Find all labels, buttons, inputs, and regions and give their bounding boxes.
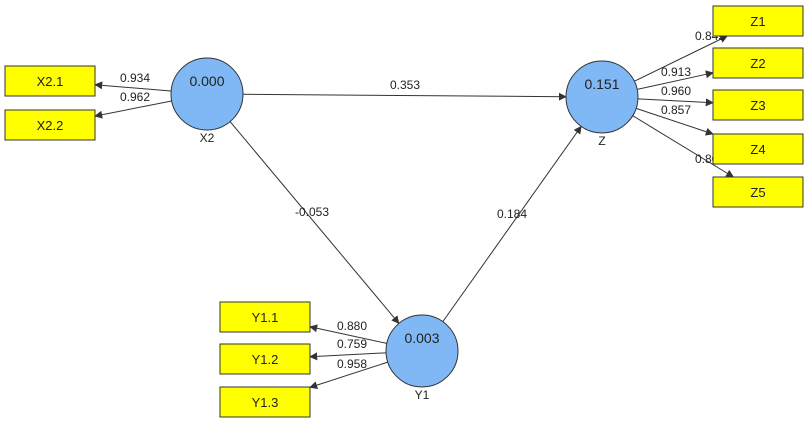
- indicator-box-x2-1[interactable]: X2.1: [4, 65, 96, 97]
- indicator-rect: [4, 109, 96, 141]
- loading-coefficient: 0.913: [661, 65, 691, 79]
- loading-arrow-z2: [637, 70, 714, 90]
- edges-layer: [94, 35, 735, 389]
- loading-coefficient: 0.958: [337, 357, 367, 371]
- indicator-box-z2[interactable]: Z2: [712, 47, 804, 79]
- indicator-box-z3[interactable]: Z3: [712, 89, 804, 121]
- path-arrow-x2-to-z: [242, 92, 567, 101]
- r-squared-value: 0.003: [404, 330, 439, 346]
- loading-coefficient: 0.960: [661, 84, 691, 98]
- indicator-label: Y1.1: [252, 310, 279, 325]
- indicator-box-z5[interactable]: Z5: [712, 176, 804, 208]
- indicator-box-y1-2[interactable]: Y1.2: [219, 343, 311, 375]
- indicator-rect: [4, 65, 96, 97]
- loading-arrow-x2-2: [94, 100, 172, 119]
- loading-arrow-x2-1: [94, 81, 172, 92]
- indicator-label: X2.1: [37, 74, 64, 89]
- loading-arrow-z5: [632, 115, 735, 178]
- indicator-rect: [712, 176, 804, 208]
- loading-arrow-y1-3: [309, 361, 388, 389]
- indicator-box-x2-2[interactable]: X2.2: [4, 109, 96, 141]
- indicator-label: X2.2: [37, 118, 64, 133]
- indicator-rect: [712, 5, 804, 37]
- indicator-label: Z2: [750, 56, 765, 71]
- path-coefficient: 0.184: [497, 207, 527, 221]
- indicator-box-z4[interactable]: Z4: [712, 133, 804, 165]
- indicator-rect: [219, 343, 311, 375]
- latent-circle: [170, 57, 244, 131]
- indicator-label: Z4: [750, 142, 765, 157]
- r-squared-value: 0.151: [584, 76, 619, 92]
- loading-arrow-z1: [634, 35, 728, 82]
- indicator-label: Z1: [750, 14, 765, 29]
- loading-arrow-y1-1: [309, 324, 387, 344]
- indicator-rect: [712, 47, 804, 79]
- indicator-rect: [712, 89, 804, 121]
- loading-coefficient: 0.962: [120, 90, 150, 104]
- r-squared-value: 0.000: [189, 73, 224, 89]
- path-coefficient: 0.353: [390, 78, 420, 92]
- indicator-label: Z5: [750, 185, 765, 200]
- indicator-label: Y1.2: [252, 352, 279, 367]
- latent-name: Z: [598, 134, 605, 148]
- indicator-box-y1-1[interactable]: Y1.1: [219, 301, 311, 333]
- loading-arrow-z4: [635, 107, 714, 136]
- latent-circle: [385, 314, 459, 388]
- loading-coefficient: 0.759: [337, 337, 367, 351]
- indicator-rect: [219, 301, 311, 333]
- latent-name: X2: [200, 131, 215, 145]
- path-arrow-x2-to-y1: [229, 121, 400, 325]
- latent-circle: [565, 60, 639, 134]
- indicator-rect: [219, 386, 311, 418]
- indicator-rect: [712, 133, 804, 165]
- path-arrow-y1-to-z: [442, 125, 582, 322]
- loading-coefficient: 0.857: [661, 103, 691, 117]
- loading-arrow-y1-2: [309, 352, 387, 361]
- loading-arrow-z3: [637, 98, 714, 107]
- indicator-box-y1-3[interactable]: Y1.3: [219, 386, 311, 418]
- indicator-label: Y1.3: [252, 395, 279, 410]
- loading-coefficient: 0.880: [337, 319, 367, 333]
- loading-coefficient: 0.934: [120, 71, 150, 85]
- path-coefficient: -0.053: [295, 205, 329, 219]
- indicator-box-z1[interactable]: Z1: [712, 5, 804, 37]
- indicator-label: Z3: [750, 98, 765, 113]
- latent-name: Y1: [415, 388, 430, 402]
